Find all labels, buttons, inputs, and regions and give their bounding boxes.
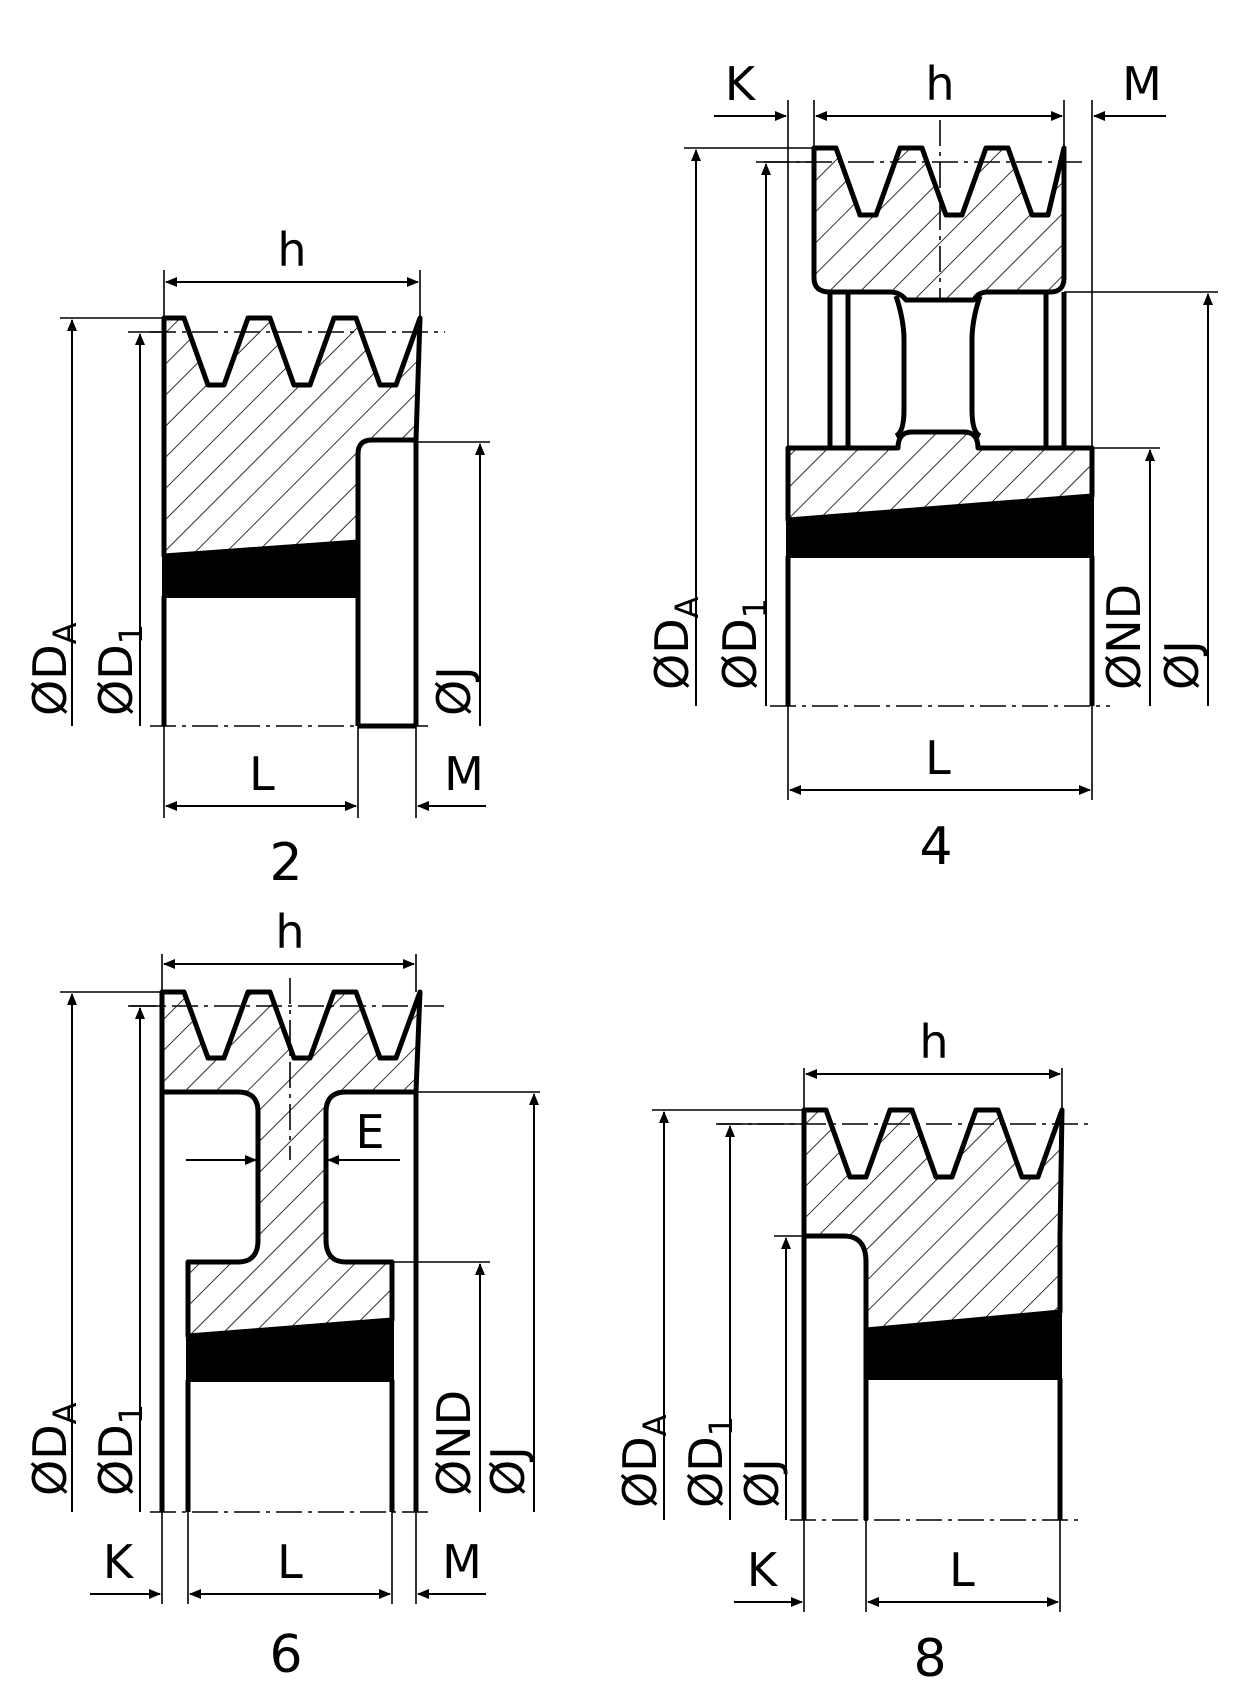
pulley-2-section <box>161 315 423 559</box>
figure-2: h L M ØDA ØD1 ØJ 2 <box>23 223 490 893</box>
label-j-2: ØJ <box>427 666 481 716</box>
figure-4: h K M L ØDA ØD1 ØND ØJ 4 <box>645 57 1218 877</box>
label-da-8: ØDA <box>613 1414 674 1508</box>
bore-2 <box>161 596 361 726</box>
label-k-4: K <box>725 57 757 111</box>
web-4 <box>827 292 1067 448</box>
figure-number-4: 4 <box>919 817 952 877</box>
label-l-4: L <box>925 731 951 785</box>
figure-6: h E L K M ØDA ØD1 ØND ØJ 6 <box>23 905 540 1685</box>
pulley-6-section <box>159 989 423 1339</box>
label-d1-6: ØD1 <box>89 1404 150 1496</box>
label-h-4: h <box>925 57 954 111</box>
pulley-8-section <box>801 1107 1065 1333</box>
svg-text:ØJ: ØJ <box>1155 640 1209 690</box>
svg-text:ØD1: ØD1 <box>89 1404 150 1496</box>
label-l-8: L <box>949 1543 975 1597</box>
label-h-6: h <box>275 905 304 959</box>
svg-text:ØDA: ØDA <box>23 1402 84 1496</box>
label-m-2: M <box>444 747 484 801</box>
bore-8 <box>801 1236 1063 1520</box>
figure-number-8: 8 <box>913 1629 946 1686</box>
label-d1-4: ØD1 <box>713 598 774 690</box>
label-d1-8: ØD1 <box>679 1416 740 1508</box>
label-da-4: ØDA <box>645 596 706 690</box>
svg-text:ØJ: ØJ <box>481 1446 535 1496</box>
svg-text:ØND: ØND <box>1097 584 1151 690</box>
svg-text:ØD1: ØD1 <box>713 598 774 690</box>
label-nd-6: ØND <box>427 1390 481 1496</box>
label-h-8: h <box>919 1015 948 1069</box>
svg-text:ØD1: ØD1 <box>89 624 150 716</box>
svg-text:ØDA: ØDA <box>613 1414 674 1508</box>
label-j-6: ØJ <box>481 1446 535 1496</box>
label-h-2: h <box>277 223 306 277</box>
label-d1-2: ØD1 <box>89 624 150 716</box>
svg-text:ØJ: ØJ <box>735 1458 789 1508</box>
label-e-6: E <box>355 1105 384 1159</box>
label-k-6: K <box>103 1535 135 1589</box>
bore-6 <box>159 1092 419 1512</box>
label-j-8: ØJ <box>735 1458 789 1508</box>
label-da-6: ØDA <box>23 1402 84 1496</box>
label-m-6: M <box>442 1535 482 1589</box>
label-k-8: K <box>747 1543 779 1597</box>
hub-4 <box>785 429 1095 523</box>
label-l-6: L <box>277 1535 303 1589</box>
svg-text:ØDA: ØDA <box>645 596 706 690</box>
rim-4 <box>811 145 1067 303</box>
svg-text:ØND: ØND <box>427 1390 481 1496</box>
label-da-2: ØDA <box>23 622 84 716</box>
svg-text:ØJ: ØJ <box>427 666 481 716</box>
figure-number-6: 6 <box>269 1625 302 1685</box>
bore-4 <box>785 556 1095 706</box>
label-j-4: ØJ <box>1155 640 1209 690</box>
svg-text:ØDA: ØDA <box>23 622 84 716</box>
label-l-2: L <box>249 747 275 801</box>
figure-8: h L K ØDA ØD1 ØJ 8 <box>613 1015 1088 1686</box>
label-m-4: M <box>1122 57 1162 111</box>
label-nd-4: ØND <box>1097 584 1151 690</box>
figure-number-2: 2 <box>269 833 302 893</box>
svg-text:ØD1: ØD1 <box>679 1416 740 1508</box>
hub-2 <box>355 440 419 729</box>
